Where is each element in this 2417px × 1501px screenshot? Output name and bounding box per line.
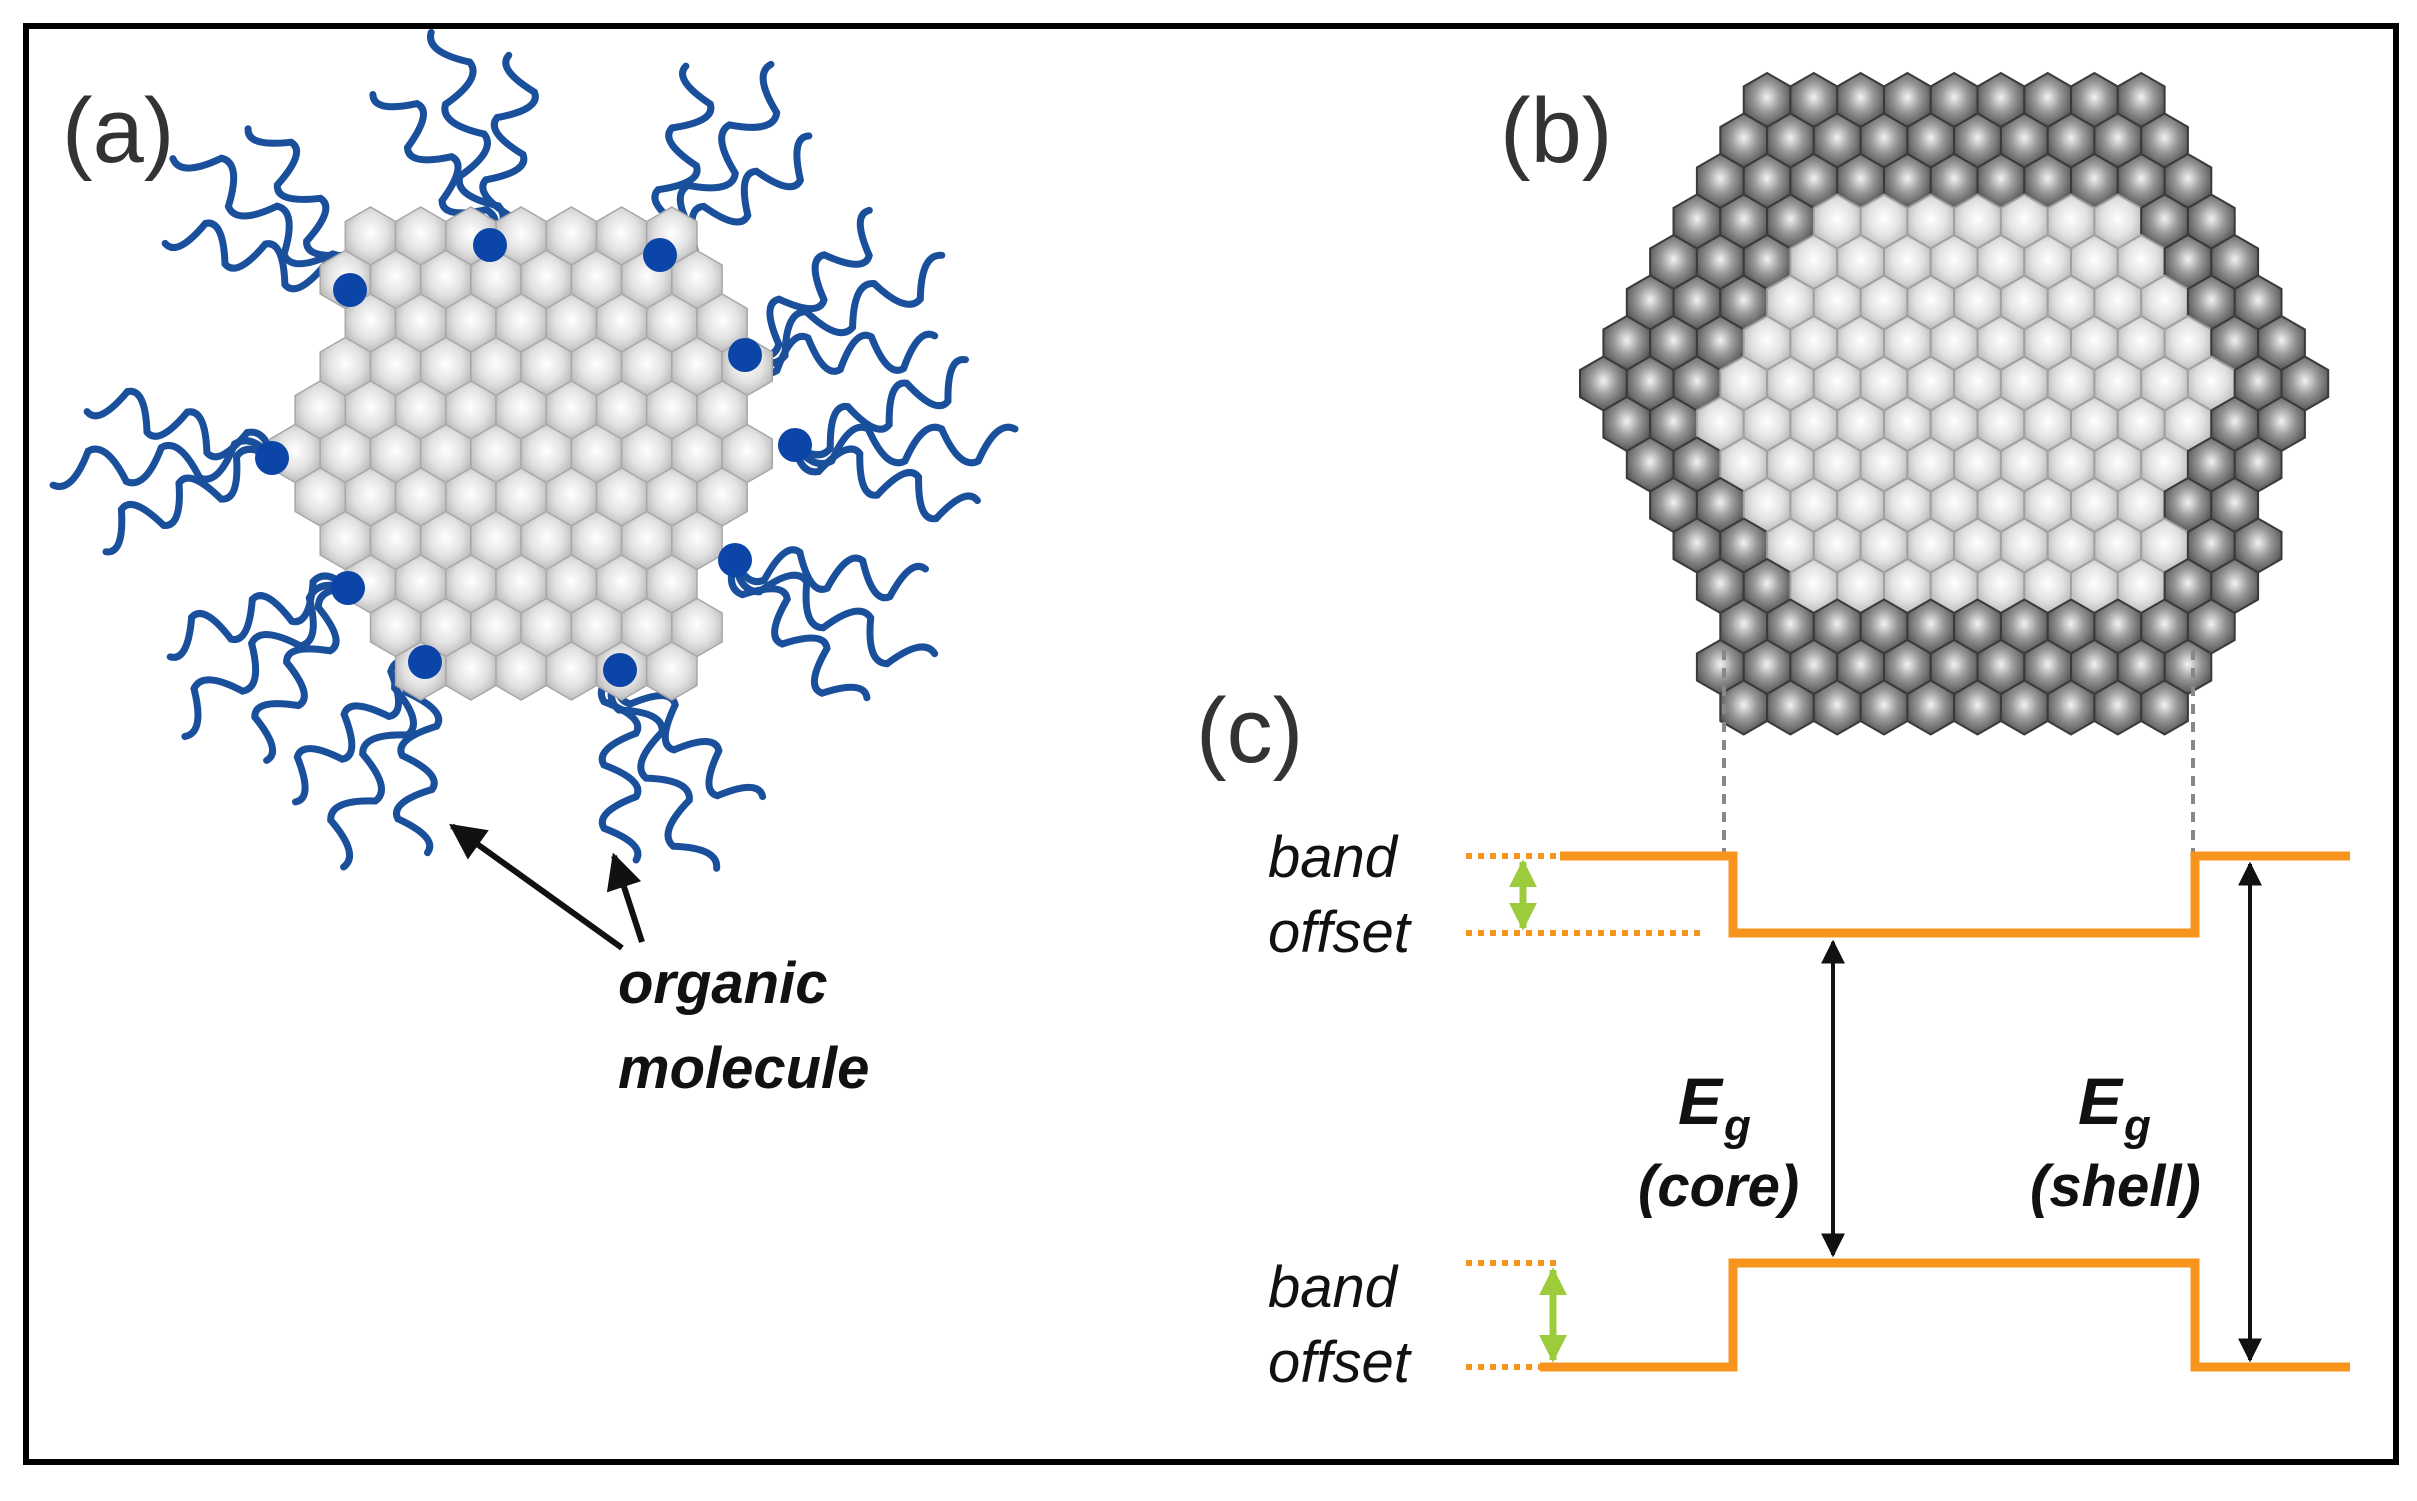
ligand-head-9 (603, 653, 637, 687)
core-shell-nanocrystal-b (1579, 71, 2330, 736)
ligand-chain-18 (251, 584, 352, 764)
ligand-chain-12 (102, 445, 276, 556)
figure-frame (23, 23, 2399, 1465)
ligand-head-4 (255, 441, 289, 475)
ligand-head-1 (643, 238, 677, 272)
eg-core-qualifier: (core) (1638, 1154, 1799, 1219)
interface-guide-lines (1722, 650, 2195, 856)
ligand-head-0 (473, 228, 507, 262)
ligand-chain-0 (369, 91, 499, 249)
organic-molecule-label-line1: organic (618, 951, 828, 1016)
eg-core-subscript: g (1723, 1101, 1751, 1150)
ligand-chain-23 (727, 556, 871, 702)
ligand-head-5 (778, 428, 812, 462)
eg-shell-qualifier: (shell) (2030, 1154, 2201, 1219)
ligand-head-groups (255, 228, 812, 687)
ligand-chain-19 (181, 581, 352, 740)
ligand-head-7 (718, 543, 752, 577)
eg-shell-label: E g (shell) (2030, 1064, 2201, 1219)
ligand-head-3 (728, 338, 762, 372)
band-offset-bottom-line1: band (1268, 1255, 1399, 1320)
shell-atom-b-198 (2140, 679, 2189, 736)
panel-c-label: (c) (1196, 680, 1303, 782)
band-offset-top-line2: offset (1268, 900, 1413, 965)
core-atom-a-87 (645, 641, 698, 701)
ligand-chain-21 (731, 546, 929, 602)
ligand-chains (49, 28, 1019, 872)
ligand-chain-15 (791, 356, 969, 459)
ligand-head-8 (408, 645, 442, 679)
panel-b-label: (b) (1500, 80, 1612, 182)
eg-shell-symbol: E (2078, 1064, 2124, 1138)
eg-core-label: E g (core) (1638, 1064, 1799, 1219)
ligand-chain-27 (614, 666, 767, 801)
arrow-to-ligand-1 (449, 823, 624, 951)
band-offset-dotted-guides (1466, 853, 1705, 1370)
organic-molecule-arrows (449, 823, 645, 951)
ligand-chain-20 (166, 572, 352, 661)
panel-a-label: (a) (62, 80, 174, 182)
ligand-head-6 (331, 571, 365, 605)
arrow-to-ligand-2 (606, 852, 645, 943)
organic-molecule-label-line2: molecule (618, 1036, 869, 1101)
ligand-chain-14 (83, 387, 276, 462)
ligand-chain-17 (791, 441, 981, 523)
eg-core-symbol: E (1678, 1064, 1724, 1138)
band-diagram: band offset band offset E g (core) E g (… (1268, 825, 2350, 1395)
conduction-band-edge (1560, 851, 2350, 938)
ligand-chain-9 (741, 206, 873, 361)
ligand-chain-29 (597, 666, 642, 864)
ligand-head-2 (333, 273, 367, 307)
ligand-chain-26 (292, 655, 429, 806)
band-offset-top-line1: band (1268, 825, 1399, 890)
band-offset-bottom-line2: offset (1268, 1330, 1413, 1395)
eg-shell-subscript: g (2123, 1101, 2151, 1150)
valence-band-edge (1540, 1258, 2350, 1372)
nanocrystal-core-a (269, 206, 774, 701)
ligand-chain-11 (741, 330, 939, 377)
